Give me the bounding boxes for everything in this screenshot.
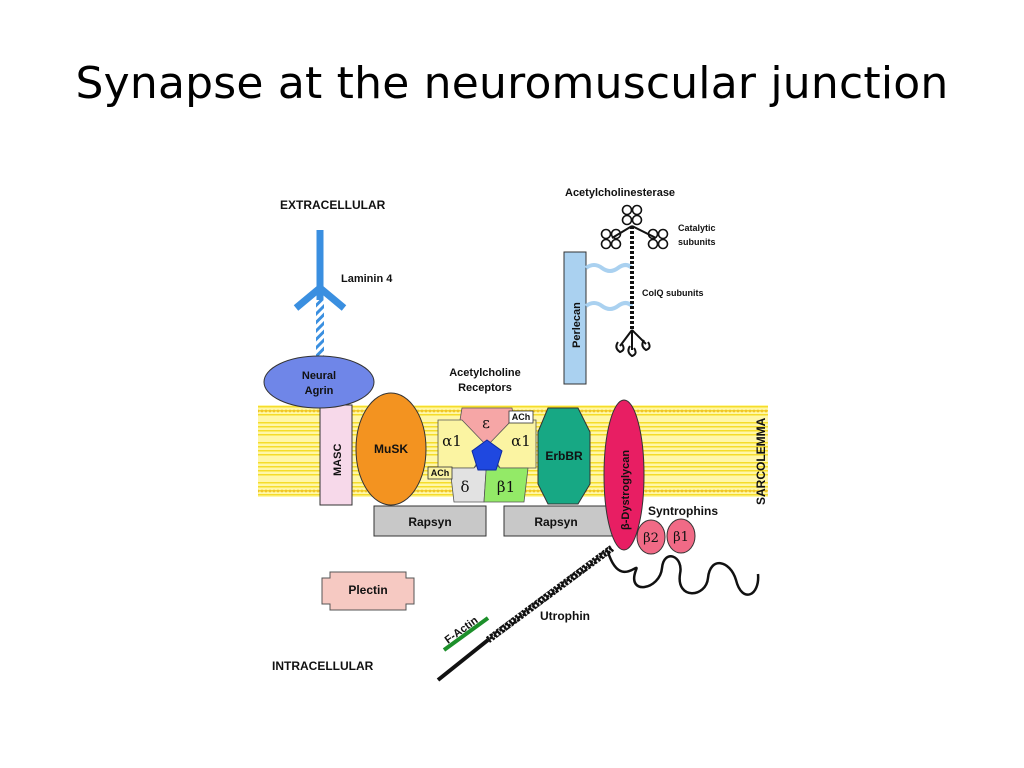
f-actin	[442, 616, 490, 652]
syntrophins-label: Syntrophins	[648, 504, 718, 518]
beta1-label: β1	[497, 478, 515, 496]
neural-agrin-label-2: Agrin	[305, 385, 334, 397]
musk-label: MuSK	[374, 442, 408, 456]
masc-label: MASC	[332, 444, 344, 476]
beta-dystroglycan: β-Dystroglycan	[603, 399, 645, 551]
perlecan-label: Perlecan	[571, 302, 583, 348]
utrophin	[436, 545, 615, 682]
syntrophin-b1-label: β1	[673, 530, 689, 545]
rapsyn-right: Rapsyn	[503, 505, 613, 537]
masc: MASC	[319, 404, 353, 506]
colq-label: ColQ subunits	[642, 288, 704, 298]
catalytic-label-2: subunits	[678, 237, 716, 247]
rapsyn-left: Rapsyn	[373, 505, 487, 537]
utrophin-label: Utrophin	[540, 609, 590, 623]
achr-label-1: Acetylcholine	[449, 367, 521, 379]
laminin-label: Laminin 4	[341, 273, 393, 285]
erbbr-label: ErbBR	[545, 449, 583, 463]
intracellular-label: INTRACELLULAR	[272, 659, 374, 673]
cytoskeletal-coil	[606, 551, 760, 596]
plectin: Plectin	[321, 571, 415, 611]
neural-agrin-label-1: Neural	[302, 370, 336, 382]
receptor-pore	[471, 439, 503, 471]
rapsyn-right-label: Rapsyn	[534, 515, 577, 529]
nmj-diagram: EXTRACELLULAR INTRACELLULAR SARCOLEMMA L…	[258, 187, 768, 682]
epsilon-label: ε	[482, 414, 490, 432]
acetylcholinesterase	[600, 204, 669, 358]
neural-agrin: Neural Agrin	[263, 355, 375, 409]
slide-title: Synapse at the neuromuscular junction	[75, 58, 949, 109]
ach-box-left	[427, 466, 453, 480]
ach-left-label: ACh	[431, 468, 450, 478]
plectin-label: Plectin	[348, 583, 387, 597]
erbbr: ErbBR	[537, 407, 591, 505]
acetylcholinesterase-label: Acetylcholinesterase	[565, 187, 675, 199]
sarcolemma-label: SARCOLEMMA	[754, 417, 768, 505]
dystroglycan-label: β-Dystroglycan	[620, 450, 632, 530]
alpha1-right-label: α1	[511, 432, 531, 450]
delta-label: δ	[460, 478, 469, 496]
perlecan: Perlecan	[563, 251, 634, 385]
rapsyn-left-label: Rapsyn	[408, 515, 451, 529]
musk: MuSK	[355, 392, 427, 506]
acetylcholine-receptor: ε α1 α1 δ β1 ACh ACh	[427, 407, 537, 503]
syntrophins: β2 β1	[636, 518, 696, 555]
catalytic-label-1: Catalytic	[678, 223, 716, 233]
achr-label-2: Receptors	[458, 382, 512, 394]
syntrophin-b2-label: β2	[643, 531, 659, 546]
f-actin-label: F-Actin	[443, 614, 481, 646]
ach-box-top	[508, 410, 534, 424]
laminin-4	[293, 230, 347, 356]
alpha1-left-label: α1	[442, 432, 462, 450]
extracellular-label: EXTRACELLULAR	[280, 198, 386, 212]
ach-top-label: ACh	[512, 412, 531, 422]
